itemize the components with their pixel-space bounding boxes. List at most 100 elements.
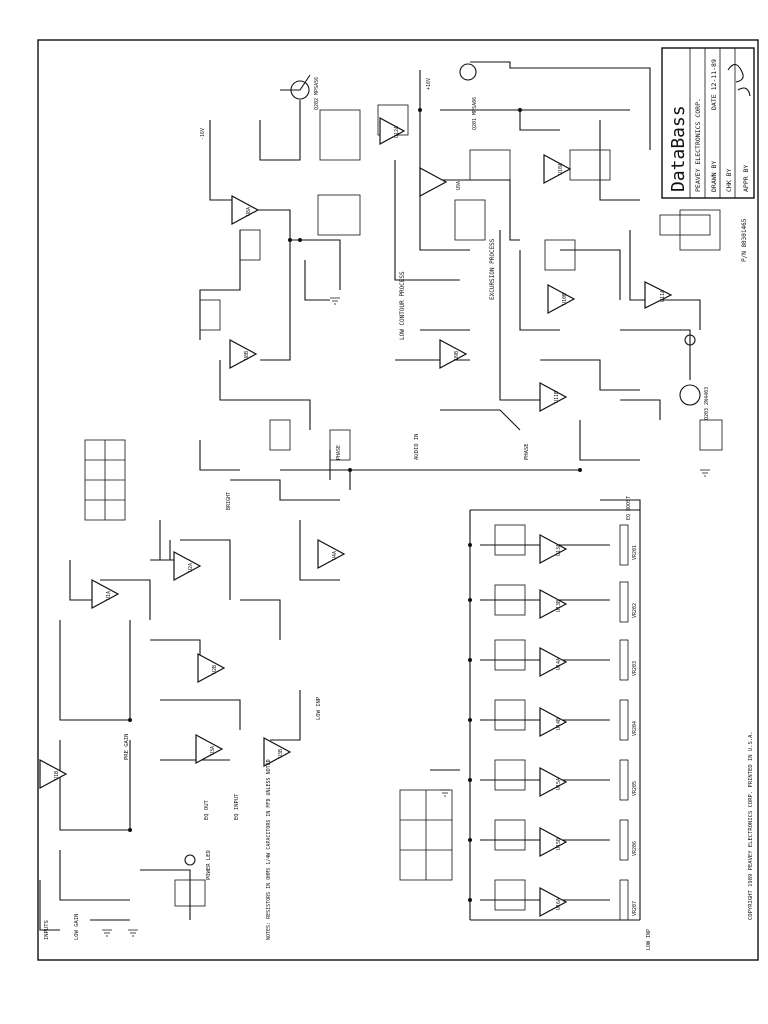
label-pre-gain: PRE GAIN <box>124 734 130 761</box>
label-vr206: VR206 <box>632 841 638 856</box>
processing-section: LOW CONTOUR PROCESS EXCURSION PROCESS AU… <box>317 61 723 471</box>
eq-band-5 <box>480 759 629 801</box>
opamp-u11a <box>644 281 673 309</box>
signature-mark <box>727 63 744 83</box>
label-u1b: U1B <box>54 771 60 780</box>
opamp-u1a <box>91 578 120 610</box>
label-eq-boost: EQ BOOST <box>626 496 632 520</box>
label-bright: BRIGHT <box>226 492 232 510</box>
eq-band-4 <box>480 699 629 741</box>
eq-band-7 <box>480 879 629 921</box>
opamp-u3b <box>263 736 292 768</box>
opamp-u3a <box>195 733 224 765</box>
label-excursion: EXCURSION PROCESS <box>489 238 496 300</box>
bypass-capacitor-grid <box>84 439 126 521</box>
label-u13a: U13A <box>556 544 562 556</box>
label-u10b: U10B <box>562 293 568 305</box>
eq-slider-vr202[interactable] <box>619 581 629 623</box>
label-u1a: U1A <box>106 591 112 600</box>
eq-slider-vr203[interactable] <box>619 639 629 681</box>
label-u13b: U13B <box>556 600 562 612</box>
label-power-led: POWER LED <box>206 850 212 880</box>
copyright-note: COPYRIGHT 1989 PEAVEY ELECTRONICS CORP. … <box>748 731 754 920</box>
title-block: DataBass PEAVEY ELECTRONICS CORP. DRAWN … <box>661 47 755 199</box>
graphic-eq-section: U13A U13B U14A U14B U15A U15B U16A VR201… <box>399 496 652 950</box>
eq-slider-vr204[interactable] <box>619 699 629 741</box>
drawn-by: DRAWN BY <box>710 161 718 192</box>
label-u2b: U2B <box>212 665 218 674</box>
label-u10a: U10A <box>558 163 564 175</box>
opamp-u1b <box>39 758 68 790</box>
label-u14a: U14A <box>556 658 562 670</box>
label-vr207: VR207 <box>632 901 638 916</box>
power-led-bridge <box>174 879 206 907</box>
label-u4a: U4A <box>332 551 338 560</box>
label-notes: NOTES: RESISTORS IN OHMS 1/4W CAPACITORS… <box>266 759 272 940</box>
label-u3a: U3A <box>210 746 216 755</box>
eq-slider-vr201[interactable] <box>619 524 629 566</box>
label-u14b: U14B <box>556 718 562 730</box>
label-u11b: U11B <box>554 391 560 403</box>
transistor-q201 <box>459 63 477 81</box>
label-u16a: U16A <box>556 898 562 910</box>
checked-by: CHK BY <box>725 168 733 192</box>
label-u9a: U9A <box>456 181 462 190</box>
ground-symbols <box>102 297 710 937</box>
label-low-gain: LOW GAIN <box>74 914 80 941</box>
label-vr201: VR201 <box>632 545 638 560</box>
eq-band-3 <box>480 639 629 681</box>
label-u12a: U12A <box>394 126 400 138</box>
part-number: P/N 80301465 <box>741 218 748 262</box>
company-name: PEAVEY ELECTRONICS CORP. <box>694 98 702 192</box>
opamp-u11b <box>539 381 568 413</box>
label-vr204: VR204 <box>632 721 638 736</box>
opamp-u2a <box>173 550 202 582</box>
label-vr205: VR205 <box>632 781 638 796</box>
eq-slider-vr207[interactable] <box>619 879 629 921</box>
label-inputs: INPUTS <box>44 920 50 940</box>
label-plus16v-top: +16V <box>426 78 432 90</box>
transistor-q203 <box>679 384 701 406</box>
label-phase: PHASE <box>336 445 342 460</box>
drawing-frame <box>37 39 759 961</box>
eq-band-6 <box>480 819 629 861</box>
opamp-u10a <box>543 153 572 185</box>
label-q203: Q203 2N4403 <box>704 387 710 420</box>
opamp-u4a <box>317 538 346 570</box>
label-u9b: U9B <box>454 351 460 360</box>
label-eq-input: EQ INPUT <box>234 793 240 820</box>
label-audio-in: AUDIO IN <box>414 434 420 461</box>
drive-section: U8A U8B Q202 MPSA56 -16V PHASE <box>199 74 351 490</box>
label-vr202: VR202 <box>632 603 638 618</box>
label-q202: Q202 MPSA56 <box>314 77 320 110</box>
power-led <box>184 854 196 866</box>
label-u2a: U2A <box>188 563 194 572</box>
junction-dots <box>128 108 582 902</box>
label-vr203: VR203 <box>632 661 638 676</box>
label-u3b: U3B <box>278 749 284 758</box>
label-process-out: PHASE <box>524 443 530 460</box>
label-u15b: U15B <box>556 838 562 850</box>
transistor-q202 <box>290 80 310 100</box>
label-u15a: U15A <box>556 778 562 790</box>
eq-slider-vr206[interactable] <box>619 819 629 861</box>
eq-band-1 <box>480 524 629 566</box>
label-low-contour: LOW CONTOUR PROCESS <box>399 271 406 340</box>
opamp-u8b <box>229 338 258 370</box>
label-minus16v: -16V <box>200 128 206 140</box>
eq-slider-vr205[interactable] <box>619 759 629 801</box>
label-low-inp: LOW INP <box>316 696 322 720</box>
opamp-u10b <box>547 283 576 315</box>
preamp-section: U1A U1B U2A U2B U3A U3B U4A PRE GAIN EQ … <box>39 439 346 941</box>
opamp-u12a <box>379 116 406 146</box>
opamp-u2b <box>197 652 226 684</box>
label-u8a: U8A <box>246 207 252 216</box>
opamp-u9b <box>439 338 468 370</box>
label-q201: Q201 MPSA06 <box>472 97 478 130</box>
eq-band-2 <box>480 581 629 623</box>
label-u8b: U8B <box>244 351 250 360</box>
label-low-inp-bottom: LOW INP <box>646 929 652 950</box>
opamp-u9a <box>419 166 448 198</box>
label-eq-out: EQ OUT <box>204 799 210 820</box>
